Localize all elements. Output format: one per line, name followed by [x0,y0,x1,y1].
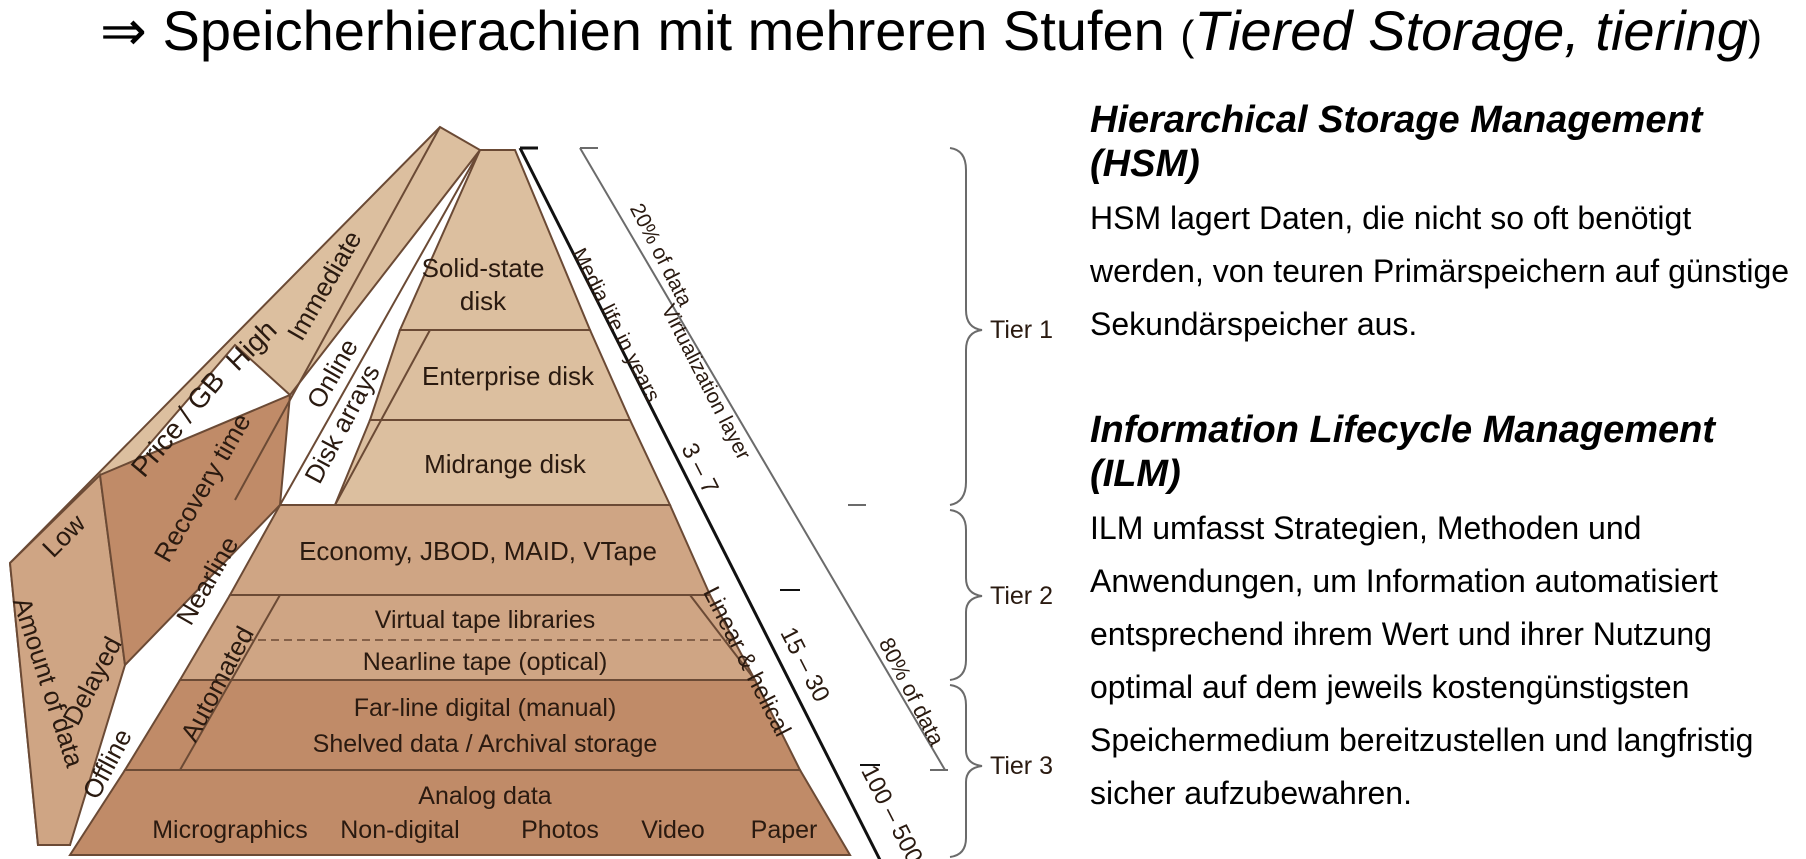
label-20pct: 20% of data [625,200,697,311]
label-micrographics: Micrographics [152,816,308,844]
label-solid-state-1: Solid-state [422,253,545,283]
label-15-30: 15 – 30 [774,623,834,707]
hsm-section: Hierarchical Storage Management (HSM) HS… [1090,98,1806,351]
label-video: Video [641,816,705,844]
hsm-text: HSM lagert Daten, die nicht so oft benöt… [1090,200,1790,342]
brace-tier-1 [949,147,983,506]
left-face-mid [8,472,127,846]
media-life-line [518,147,882,859]
label-100-500: 100 – 500 [855,761,928,859]
brace-tier-3 [949,684,983,858]
strip-line-1 [234,126,441,501]
label-tier-3: Tier 3 [990,752,1053,780]
ilm-section: Information Lifecycle Management (ILM) I… [1090,408,1806,820]
label-solid-state-2: disk [460,286,507,316]
brace-tier-2 [949,509,983,681]
label-farline-1: Far-line digital (manual) [354,694,617,722]
ilm-heading: Information Lifecycle Management (ILM) [1090,409,1716,495]
automated-line [179,594,281,771]
label-virtualization: Virtualization layer [657,301,755,464]
pyramid-svg: Solid-state disk Enterprise disk Midrang… [7,125,1053,859]
label-80pct: 80% of data [874,634,950,751]
title-subtitle: Tiered Storage, tiering [1194,0,1748,62]
hsm-heading: Hierarchical Storage Management (HSM) [1090,99,1703,185]
implies-arrow: ⇒ [100,0,147,62]
storage-pyramid-diagram: Solid-state disk Enterprise disk Midrang… [0,80,1080,859]
virtualization-line [579,147,946,771]
label-economy: Economy, JBOD, MAID, VTape [299,536,657,566]
ilm-text: ILM umfasst Strategien, Methoden und Anw… [1090,510,1754,811]
label-enterprise-disk: Enterprise disk [422,361,595,391]
label-nearline-tape: Nearline tape (optical) [363,648,608,676]
label-tier-2: Tier 2 [990,582,1053,610]
linear-band-line [689,594,756,681]
label-farline-2: Shelved data / Archival storage [313,730,658,758]
label-analog: Analog data [418,782,552,810]
label-tier-1: Tier 1 [990,316,1053,344]
title-paren-close: ) [1747,12,1762,59]
disk-arrays-line [334,329,431,506]
label-virtual-tape: Virtual tape libraries [375,606,595,634]
label-non-digital: Non-digital [340,816,460,844]
label-midrange-disk: Midrange disk [424,449,587,479]
tier-analog [68,769,852,856]
strip-line-2 [279,149,481,506]
label-paper: Paper [751,816,818,844]
title-paren-open: ( [1180,12,1195,59]
slide-title: ⇒ Speicherhierachien mit mehreren Stufen… [100,0,1800,62]
label-photos: Photos [521,816,599,844]
title-main: Speicherhierachien mit mehreren Stufen [162,0,1165,62]
